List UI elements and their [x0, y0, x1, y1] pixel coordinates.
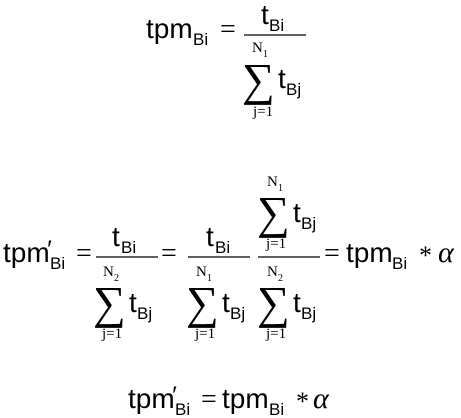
eq2-frac3-den-sub: Bj: [301, 304, 316, 323]
eq2-equals-1: =: [76, 238, 92, 269]
eq2-frac2-den-sub: Bj: [230, 304, 245, 323]
eq2-frac2-den-lower: j=1: [194, 326, 215, 342]
equation-3: tpm ′ Bi = tpm Bi * α: [128, 381, 330, 418]
eq2-rhs-alpha: α: [438, 236, 455, 269]
equation-2: tpm ′ Bi = t Bi N 2 ∑ j=1 t Bj = t Bi N …: [3, 174, 455, 342]
eq2-equals-3: =: [324, 238, 340, 269]
eq2-frac1-den-upper-sub: 2: [114, 273, 119, 284]
eq2-frac2-den-upper-sub: 1: [207, 273, 212, 284]
eq2-frac1-den-upper: N: [103, 264, 114, 280]
eq2-frac2-den-upper: N: [196, 264, 207, 280]
eq3-equals: =: [201, 384, 217, 415]
eq2-rhs-times: *: [419, 241, 432, 270]
eq3-lhs-prime: ′: [172, 381, 178, 410]
eq1-lhs-base: tpm: [146, 13, 193, 44]
eq2-frac3-num-sub: Bj: [301, 214, 316, 233]
eq1-den-sum-lower: j=1: [252, 104, 273, 120]
eq2-rhs-base: tpm: [346, 237, 393, 268]
eq2-frac2-num-base: t: [206, 221, 214, 252]
eq1-num-base: t: [261, 0, 269, 30]
eq2-frac3-den-upper-sub: 2: [278, 273, 283, 284]
eq3-rhs-base: tpm: [222, 383, 269, 414]
eq2-frac3-den-upper: N: [267, 264, 278, 280]
eq2-equals-2: =: [161, 238, 177, 269]
eq1-den-sum-upper: N: [252, 40, 263, 56]
eq2-frac3-den-sum-symbol: ∑: [257, 277, 290, 328]
eq3-rhs-times: *: [296, 387, 309, 416]
eq2-lhs-base: tpm: [3, 237, 50, 268]
eq2-frac3-num-sum-symbol: ∑: [257, 187, 290, 238]
eq1-den-sum-upper-sub: 1: [263, 49, 268, 60]
eq2-frac1-den-sum-symbol: ∑: [93, 277, 126, 328]
eq2-frac2-den-base: t: [222, 287, 230, 318]
eq1-den-base: t: [278, 63, 286, 94]
eq2-frac1-den-lower: j=1: [101, 326, 122, 342]
eq2-frac2-den-sum-symbol: ∑: [186, 277, 219, 328]
eq3-lhs-sub: Bi: [175, 400, 190, 418]
eq2-frac2-num-sub: Bi: [215, 238, 230, 257]
eq1-equals: =: [220, 14, 236, 45]
eq3-rhs-sub: Bi: [269, 400, 284, 418]
eq2-lhs-prime: ′: [47, 235, 53, 264]
eq2-frac3-num-upper: N: [267, 174, 278, 190]
eq1-num-sub: Bi: [269, 16, 284, 35]
eq1-den-sum-symbol: ∑: [242, 54, 275, 105]
eq2-frac3-den-base: t: [293, 287, 301, 318]
eq1-lhs-sub: Bi: [193, 30, 208, 49]
eq2-frac3-den-lower: j=1: [265, 326, 286, 342]
eq2-frac1-num-base: t: [112, 221, 120, 252]
eq2-rhs-sub: Bi: [392, 254, 407, 273]
eq3-lhs-base: tpm: [128, 383, 175, 414]
eq2-frac3-num-base: t: [293, 197, 301, 228]
eq2-lhs-sub: Bi: [50, 254, 65, 273]
eq3-rhs-alpha: α: [313, 382, 330, 415]
eq2-frac1-num-sub: Bi: [121, 238, 136, 257]
eq2-frac3-num-lower: j=1: [265, 236, 286, 252]
eq2-frac3-num-upper-sub: 1: [278, 183, 283, 194]
equation-1: tpm Bi = t Bi N 1 ∑ j=1 t Bj: [146, 0, 306, 120]
eq2-frac1-den-base: t: [129, 287, 137, 318]
eq1-den-sub: Bj: [286, 80, 301, 99]
eq2-frac1-den-sub: Bj: [137, 304, 152, 323]
